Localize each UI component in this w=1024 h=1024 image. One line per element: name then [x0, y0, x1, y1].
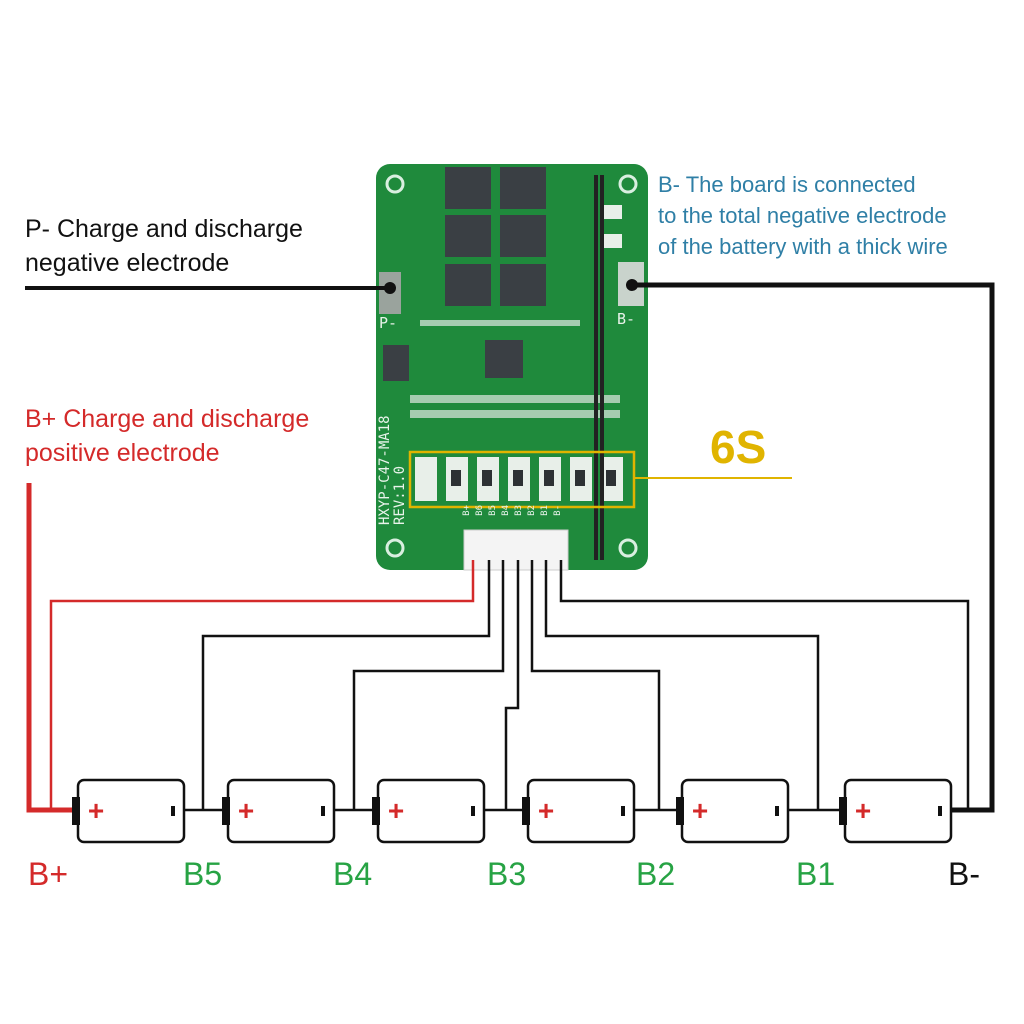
- b-plus-label-line2: positive electrode: [25, 439, 220, 467]
- p-minus-label-line2: negative electrode: [25, 249, 230, 277]
- board-revision: REV:1.0: [392, 465, 408, 525]
- bms-board: [376, 164, 648, 571]
- b-plus-label: B+ Charge and discharge positive electro…: [25, 402, 309, 470]
- battery-cell-1: +: [72, 778, 186, 844]
- positive-terminal-symbol: +: [538, 795, 554, 826]
- connector-pin-label: B5: [488, 505, 498, 516]
- positive-terminal-symbol: +: [692, 795, 708, 826]
- board-model: HXYP-C47-MA18: [377, 415, 393, 525]
- b-plus-label-line1: B+ Charge and discharge: [25, 405, 310, 433]
- p-minus-label: P- Charge and discharge negative electro…: [25, 212, 303, 280]
- b-minus-note-line3: of the battery with a thick wire: [658, 234, 948, 259]
- connector-pin-label: B+: [462, 505, 472, 516]
- node-b-plus: B+: [28, 856, 69, 892]
- node-b3: B3: [487, 856, 527, 892]
- balance-leads: [49, 560, 970, 810]
- b-plus-thick-wire: [26, 483, 74, 813]
- node-b2: B2: [636, 856, 676, 892]
- b-minus-note-line2: to the total negative electrode: [658, 203, 947, 228]
- battery-cell-5: +: [676, 778, 790, 844]
- series-count-label: 6S: [710, 421, 767, 473]
- board-silkscreen: HXYP-C47-MA18 REV:1.0: [377, 415, 408, 525]
- node-b4: B4: [333, 856, 373, 892]
- node-b-minus: B-: [948, 856, 980, 892]
- battery-cell-2: +: [222, 778, 336, 844]
- pad-b-label: B-: [617, 310, 636, 328]
- balance-resistor-highlight: [408, 450, 636, 509]
- b-minus-note: B- The board is connected to the total n…: [658, 169, 948, 262]
- battery-cell-3: +: [372, 778, 486, 844]
- node-b5: B5: [183, 856, 223, 892]
- pad-p-label: P-: [379, 314, 398, 332]
- connector-pin-label: B2: [527, 505, 537, 516]
- b-minus-thick-wire: [632, 282, 995, 813]
- connector-pin-label: B-: [553, 505, 563, 516]
- positive-terminal-symbol: +: [88, 795, 104, 826]
- connector-pin-label: B1: [540, 505, 550, 516]
- connector-pin-label: B3: [514, 505, 524, 516]
- node-b1: B1: [796, 856, 836, 892]
- connector-pin-label: B4: [501, 505, 511, 516]
- b-minus-note-line1: B- The board is connected: [658, 172, 916, 197]
- positive-terminal-symbol: +: [855, 795, 871, 826]
- battery-cell-4: +: [522, 778, 636, 844]
- positive-terminal-symbol: +: [238, 795, 254, 826]
- p-minus-label-line1: P- Charge and discharge: [25, 215, 303, 243]
- battery-cell-6: +: [839, 778, 953, 844]
- connector-pin-label: B6: [475, 505, 485, 516]
- positive-terminal-symbol: +: [388, 795, 404, 826]
